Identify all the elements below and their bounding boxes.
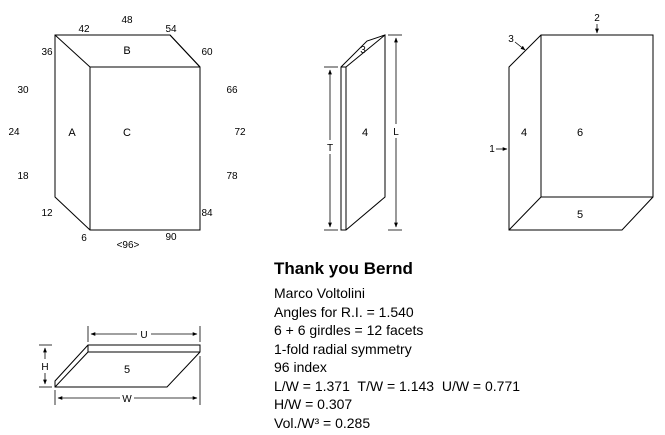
persp-label-2: 2 <box>594 13 600 24</box>
info-line: 1-fold radial symmetry <box>274 340 412 357</box>
dim-L-label: L <box>393 127 399 138</box>
index-label-78: 78 <box>226 171 238 182</box>
info-line: H/W = 0.307 <box>274 396 353 412</box>
perspective-view-edge <box>508 196 542 231</box>
index-label-48: 48 <box>121 15 133 26</box>
side-label-4: 4 <box>362 127 368 139</box>
index-label-90: 90 <box>165 232 177 243</box>
persp-arrow-3 <box>514 41 526 51</box>
persp-face-4: 4 <box>521 127 527 139</box>
design-info-panel: Thank you Bernd Marco Voltolini Angles f… <box>274 258 520 432</box>
top-view-edge <box>54 34 91 68</box>
persp-face-6: 6 <box>577 127 583 139</box>
index-label-84: 84 <box>201 208 213 219</box>
index-label-96: <96> <box>117 240 140 251</box>
top-view: B A C 48 42 54 36 60 30 66 24 72 18 78 1… <box>8 15 246 251</box>
info-line: Angles for R.I. = 1.540 <box>274 303 414 320</box>
info-line: L/W = 1.371 T/W = 1.143 U/W = 0.771 <box>274 377 521 394</box>
info-line: 6 + 6 girdles = 12 facets <box>274 322 424 338</box>
face-label-C: C <box>123 127 131 139</box>
side-view-outline <box>340 34 386 231</box>
side-view: 3 4 T L <box>324 34 402 231</box>
index-label-36: 36 <box>41 47 53 58</box>
index-label-72: 72 <box>234 127 246 138</box>
persp-label-1: 1 <box>489 144 495 155</box>
index-label-6: 6 <box>81 233 87 244</box>
face-label-A: A <box>68 127 76 139</box>
face-label-B: B <box>123 45 130 57</box>
index-label-54: 54 <box>165 24 177 35</box>
index-label-24: 24 <box>8 127 20 138</box>
girdle-view-outline <box>54 344 201 388</box>
persp-face-5: 5 <box>577 209 583 221</box>
girdle-view: 5 U H W <box>39 326 201 405</box>
top-view-edge <box>169 34 201 68</box>
dim-U-label: U <box>140 330 147 341</box>
index-label-30: 30 <box>17 85 29 96</box>
dim-W-label: W <box>122 394 132 405</box>
info-line: 96 index <box>274 359 327 375</box>
index-label-42: 42 <box>78 24 90 35</box>
side-label-3: 3 <box>360 45 366 56</box>
design-title: Thank you Bernd <box>274 259 413 278</box>
dim-H-label: H <box>41 362 48 373</box>
perspective-view: 4 6 5 2 3 1 <box>489 13 654 231</box>
index-label-12: 12 <box>41 208 53 219</box>
dim-T-label: T <box>327 143 333 154</box>
info-line: Vol./W³ = 0.285 <box>274 414 371 431</box>
index-label-60: 60 <box>201 47 213 58</box>
girdle-view-edge <box>54 351 89 388</box>
index-label-18: 18 <box>17 171 29 182</box>
girdle-face-5: 5 <box>124 364 130 376</box>
design-author: Marco Voltolini <box>274 285 366 301</box>
side-view-edge <box>345 34 386 68</box>
persp-label-3: 3 <box>508 34 514 45</box>
index-label-66: 66 <box>226 85 238 96</box>
